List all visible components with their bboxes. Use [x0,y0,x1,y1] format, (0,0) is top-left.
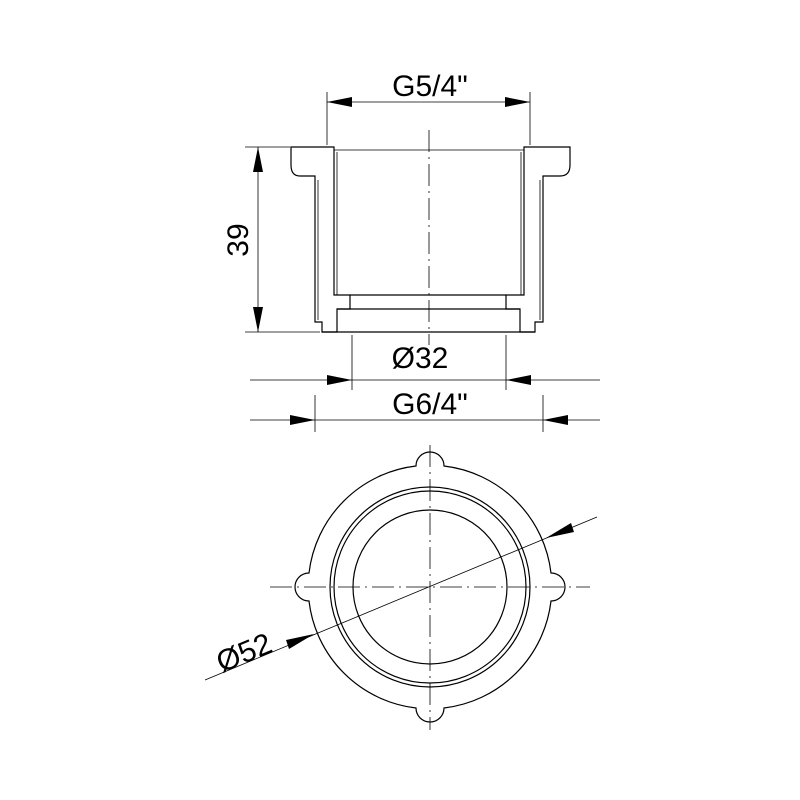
bottom-thread-label: G6/4" [392,388,468,421]
height-label: 39 [222,223,255,256]
dimension-height: 39 [222,146,320,333]
section-view [290,130,571,345]
plan-view [270,445,590,730]
inner-diameter-label: Ø32 [392,342,449,375]
outer-diameter-label: Ø52 [212,627,277,679]
top-thread-label: G5/4" [392,70,468,103]
dimension-inner-diameter: Ø32 [250,335,600,390]
outer-flange-with-lugs [294,451,566,723]
dimension-bottom-thread: G6/4" [250,388,600,432]
dimension-top-thread: G5/4" [326,70,531,145]
right-wall-hatch [505,146,571,333]
left-wall-hatch [290,146,351,333]
dimension-outer-diameter: Ø52 [204,516,598,681]
